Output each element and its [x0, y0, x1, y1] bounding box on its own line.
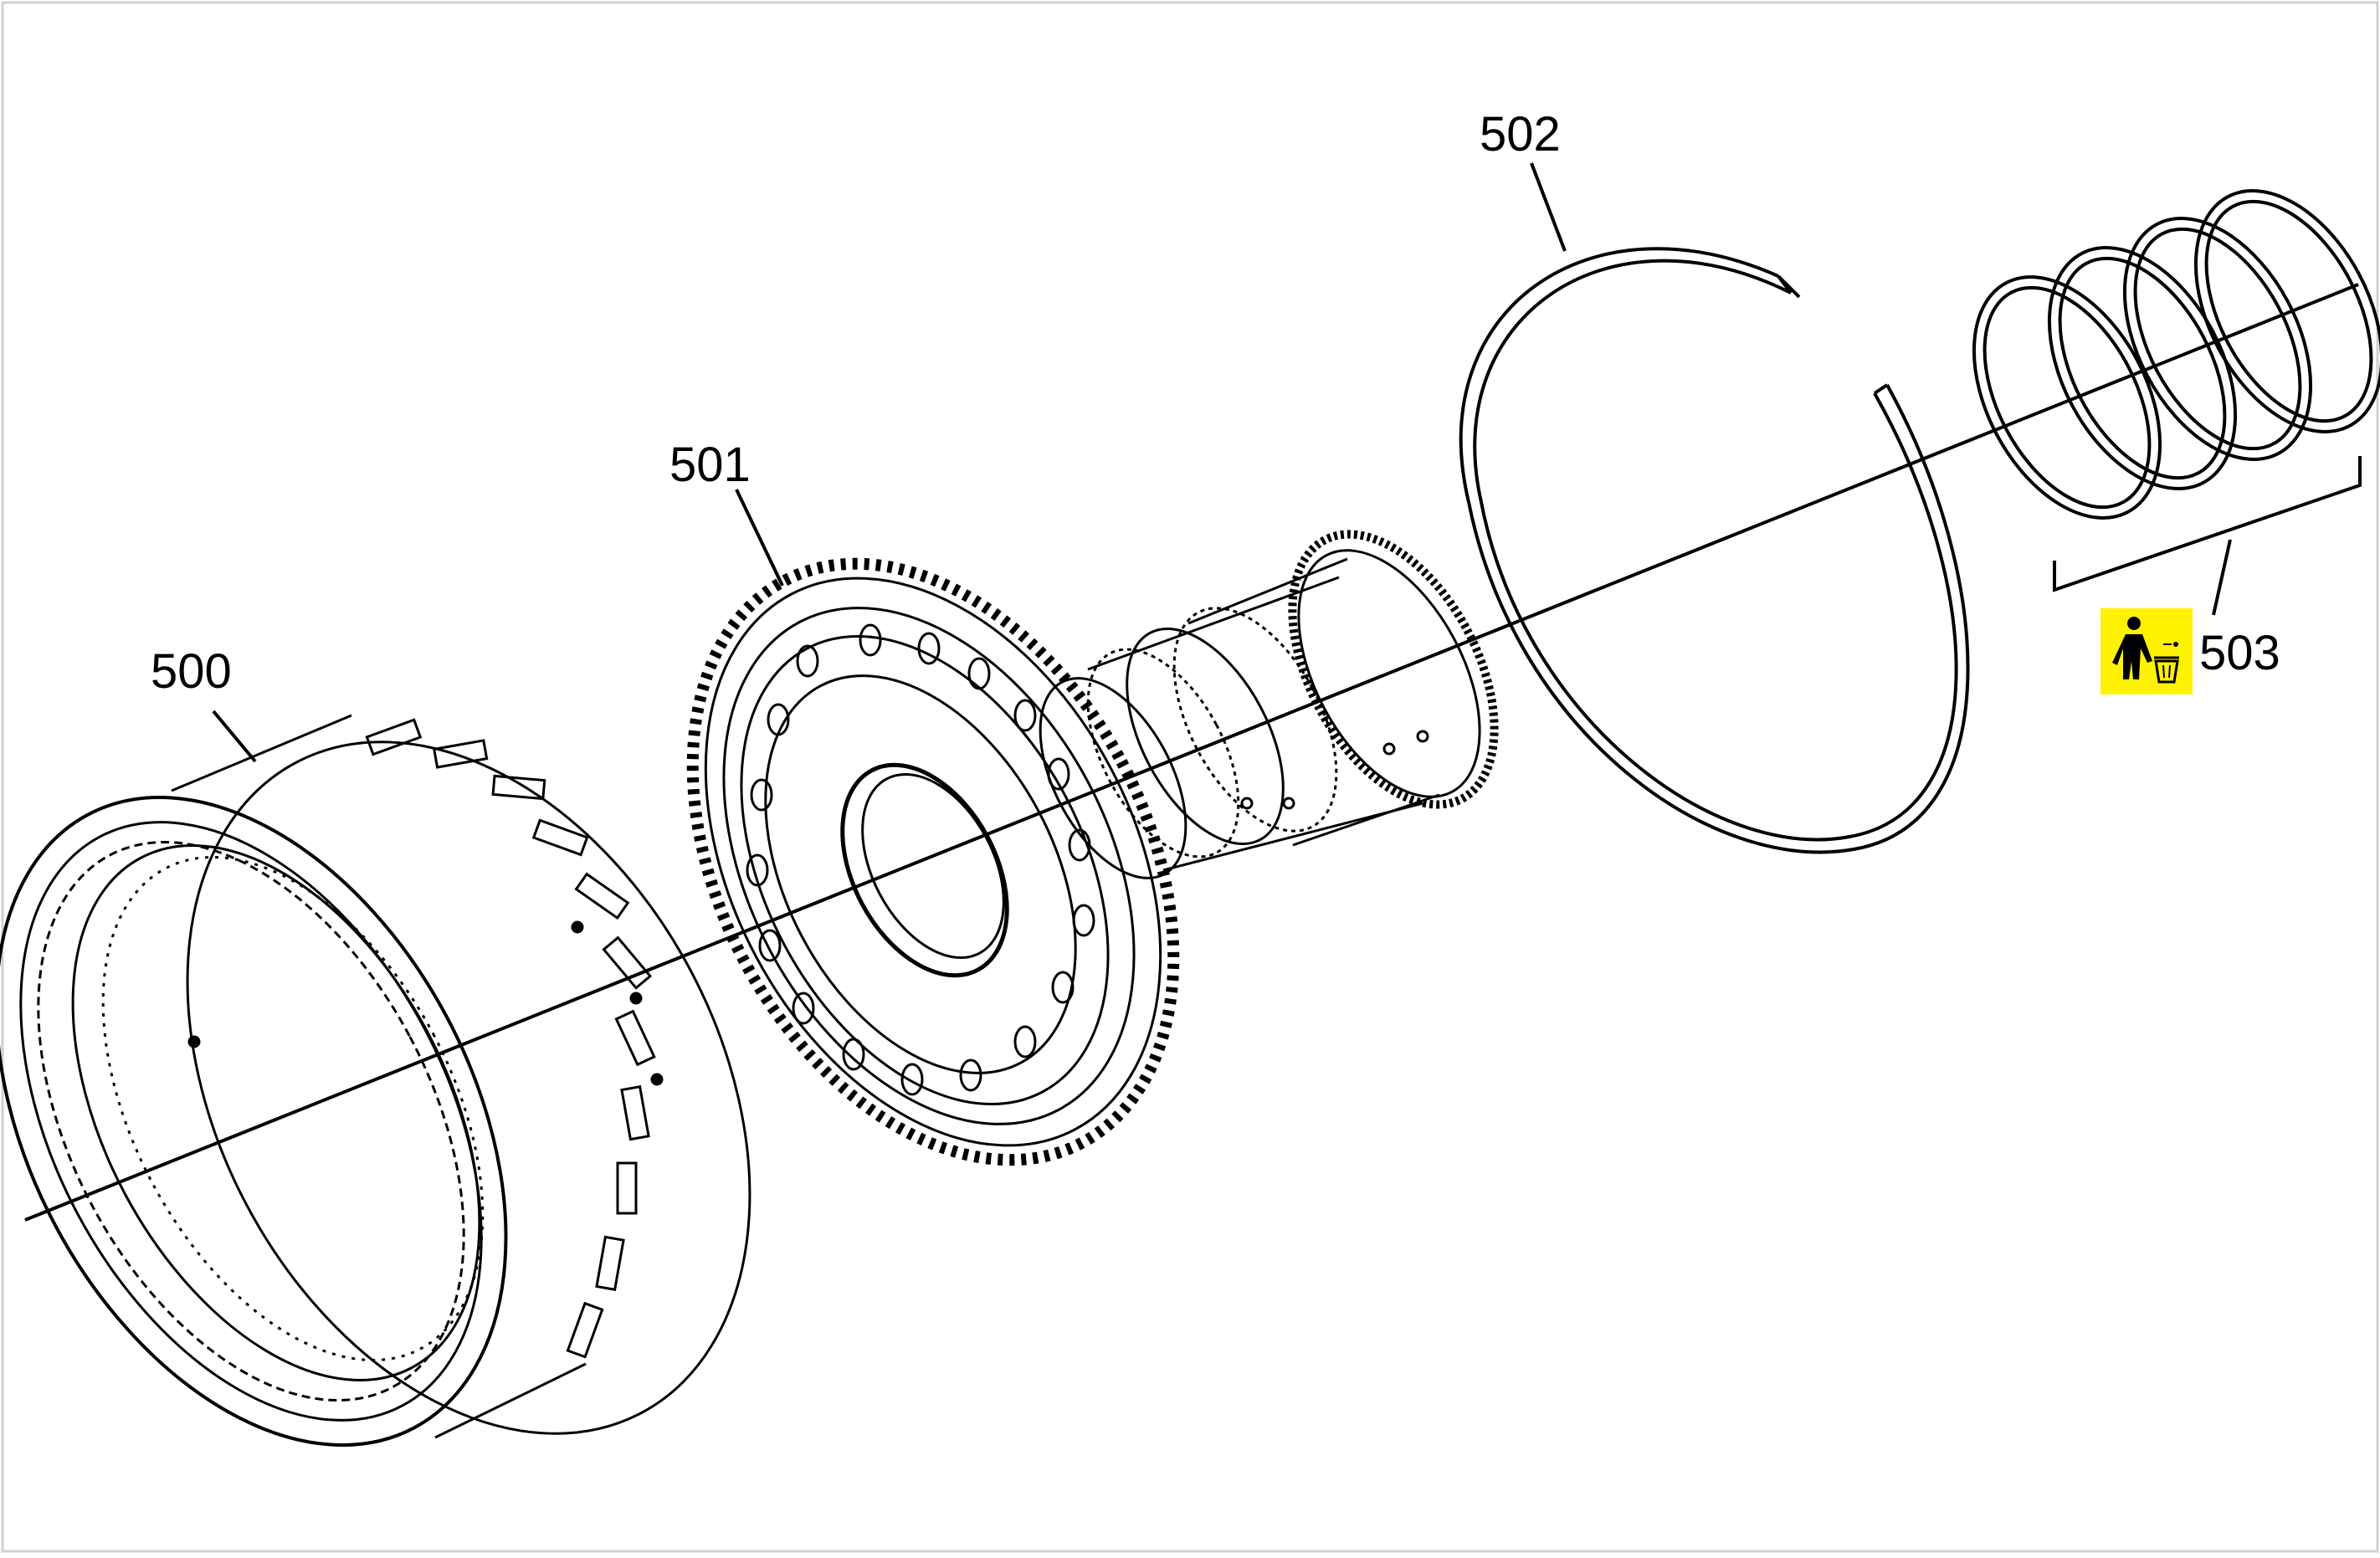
part-501-gear-hub [686, 530, 1499, 1166]
leader-line-503 [2212, 539, 2232, 616]
part-503-springs [1972, 189, 2380, 520]
leader-line-500 [212, 710, 257, 763]
assembly-axis-line [24, 283, 2359, 1222]
callout-503: 503 [2199, 626, 2280, 680]
disposal-badge [2100, 608, 2193, 694]
callout-500: 500 [151, 644, 232, 699]
callout-502: 502 [1480, 107, 1561, 161]
person-trash-bin-icon [2112, 617, 2179, 684]
part-503-bracket [2053, 456, 2362, 592]
part-500-drum [0, 714, 751, 1447]
part-502-snap-ring [1459, 247, 1970, 854]
leader-line-502 [1530, 162, 1567, 252]
callout-501: 501 [669, 438, 751, 492]
leader-line-501 [735, 489, 784, 587]
leader-lines [212, 162, 2232, 763]
